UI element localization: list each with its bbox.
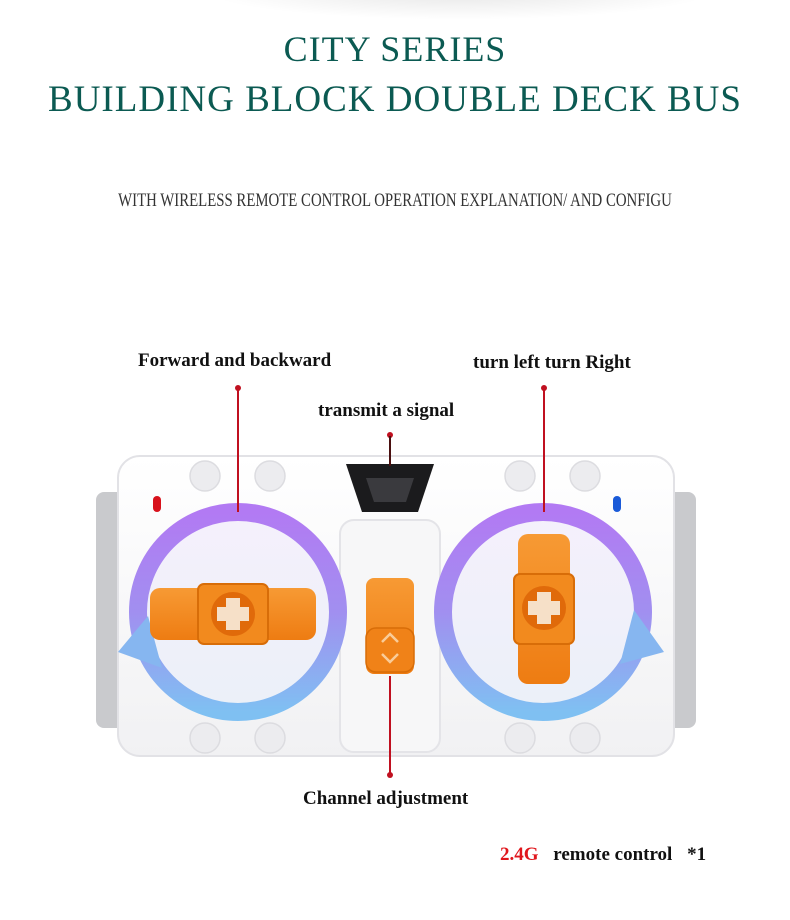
leader-line-turn (543, 390, 545, 512)
label-forward-backward: Forward and backward (138, 350, 332, 371)
top-shadow (200, 0, 720, 20)
subtitle: WITH WIRELESS REMOTE CONTROL OPERATION E… (118, 190, 672, 211)
title-line-2: BUILDING BLOCK DOUBLE DECK BUS (48, 79, 742, 120)
quantity-label: *1 (687, 844, 707, 865)
product-caption: 2.4G remote control *1 (500, 844, 706, 866)
right-led (613, 496, 621, 512)
label-turn: turn left turn Right (473, 352, 631, 373)
label-channel: Channel adjustment (303, 788, 469, 809)
leader-dot-turn (541, 385, 547, 391)
turn-lever[interactable] (513, 534, 575, 684)
leader-line-forward (237, 390, 239, 512)
leader-dot-channel (387, 772, 393, 778)
leader-dot-transmit (387, 432, 393, 438)
rotate-arrow-icon (620, 610, 664, 664)
title-line-1: CITY SERIES (283, 29, 507, 69)
leader-line-channel (389, 676, 391, 774)
label-transmit: transmit a signal (318, 400, 455, 421)
up-arrow-icon (381, 632, 399, 643)
leader-line-transmit (389, 436, 391, 466)
down-arrow-icon (381, 653, 399, 664)
channel-slider[interactable] (365, 578, 415, 674)
frequency-label: 2.4G (500, 844, 539, 865)
left-led (153, 496, 161, 512)
leader-dot-forward (235, 385, 241, 391)
forward-backward-lever[interactable] (150, 583, 316, 645)
product-name: remote control (553, 844, 673, 865)
